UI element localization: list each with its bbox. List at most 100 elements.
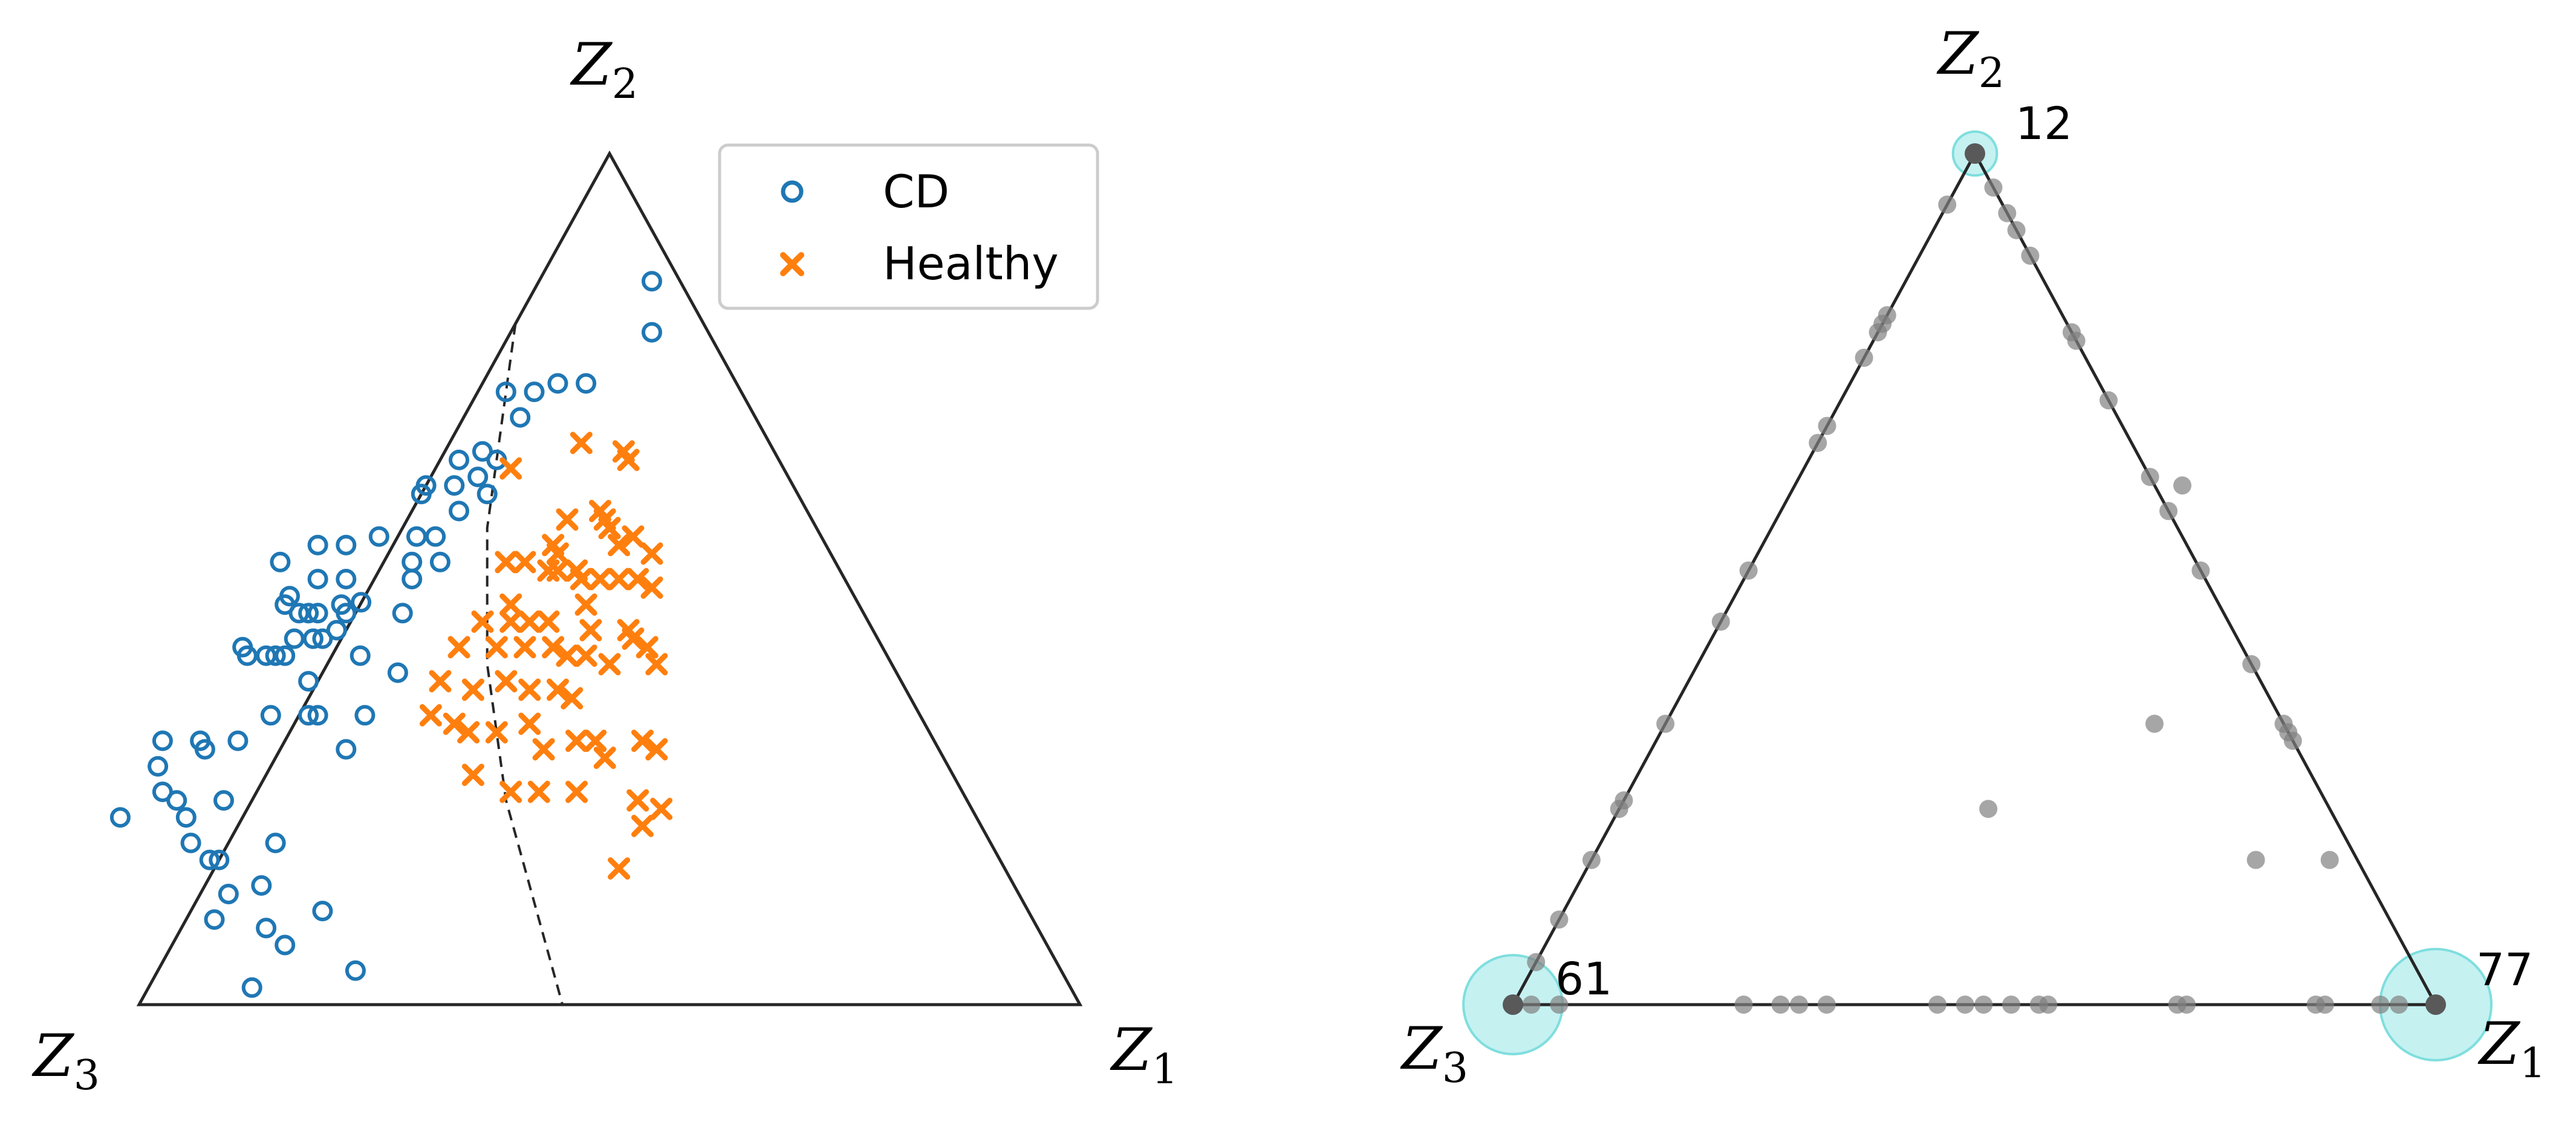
point-cd bbox=[194, 739, 215, 760]
point-gray bbox=[2242, 655, 2261, 673]
point-healthy bbox=[622, 627, 645, 650]
point-gray bbox=[1938, 195, 1957, 214]
point-cd bbox=[351, 592, 372, 613]
legend: CD Healthy bbox=[718, 143, 1099, 310]
point-healthy bbox=[570, 432, 593, 455]
vertex-dot-z2 bbox=[1965, 143, 1985, 164]
point-gray bbox=[1928, 996, 1947, 1014]
point-cd bbox=[275, 935, 296, 956]
point-healthy bbox=[640, 576, 663, 599]
point-healthy bbox=[650, 797, 673, 820]
point-healthy bbox=[608, 568, 631, 591]
point-healthy bbox=[598, 517, 621, 540]
point-healthy bbox=[631, 814, 654, 837]
point-healthy bbox=[645, 738, 668, 761]
point-cd bbox=[350, 645, 371, 666]
point-gray bbox=[2390, 996, 2408, 1014]
point-gray bbox=[1979, 800, 1998, 818]
point-gray bbox=[2100, 391, 2118, 410]
legend-marker-healthy bbox=[780, 252, 804, 276]
point-cd bbox=[298, 603, 319, 624]
vertex-count-label-z2: 12 bbox=[2015, 98, 2072, 150]
point-cd bbox=[411, 484, 432, 505]
point-healthy bbox=[461, 763, 484, 786]
point-cd bbox=[547, 373, 568, 394]
point-gray bbox=[1739, 561, 1758, 580]
point-healthy bbox=[518, 712, 541, 735]
point-healthy bbox=[579, 618, 602, 641]
point-cd bbox=[199, 849, 220, 870]
point-gray bbox=[1656, 714, 1675, 733]
point-cd bbox=[336, 739, 357, 760]
point-cd bbox=[148, 756, 169, 777]
point-healthy bbox=[640, 542, 663, 565]
vertex-label-z3-left: Z3 bbox=[31, 1022, 100, 1100]
point-healthy bbox=[495, 551, 518, 574]
vertex-dot-z3 bbox=[1503, 994, 1523, 1015]
point-cd bbox=[402, 569, 423, 589]
point-cd bbox=[336, 534, 357, 556]
point-cd bbox=[307, 569, 328, 589]
point-cd bbox=[444, 475, 465, 496]
point-healthy bbox=[471, 610, 494, 633]
point-cd bbox=[524, 381, 545, 403]
point-cd bbox=[166, 790, 187, 811]
point-gray bbox=[1527, 953, 1546, 971]
point-healthy bbox=[565, 780, 588, 803]
point-healthy bbox=[636, 636, 659, 659]
point-cd bbox=[510, 407, 531, 428]
point-gray bbox=[2145, 714, 2164, 733]
point-cd bbox=[265, 832, 286, 854]
point-cd bbox=[467, 467, 489, 487]
point-cd bbox=[288, 603, 310, 624]
point-gray bbox=[1550, 996, 1569, 1014]
point-cd bbox=[387, 662, 408, 683]
legend-box bbox=[718, 143, 1099, 310]
point-gray bbox=[2141, 468, 2159, 486]
point-cd bbox=[256, 918, 277, 939]
point-gray bbox=[2191, 561, 2210, 580]
point-gray bbox=[2315, 996, 2334, 1014]
point-cd bbox=[429, 551, 450, 572]
point-gray bbox=[2320, 850, 2339, 869]
point-healthy bbox=[513, 636, 536, 659]
point-cd bbox=[213, 790, 234, 811]
point-healthy bbox=[485, 721, 508, 744]
point-cd bbox=[642, 322, 662, 343]
point-healthy bbox=[518, 678, 541, 701]
point-gray bbox=[1817, 996, 1836, 1014]
point-gray bbox=[1771, 996, 1790, 1014]
legend-label-healthy: Healthy bbox=[883, 237, 1059, 290]
point-gray bbox=[1711, 612, 1730, 631]
point-healthy bbox=[598, 653, 621, 676]
point-healthy bbox=[556, 644, 579, 667]
point-cd bbox=[180, 832, 201, 854]
vertex-dot-z1 bbox=[2425, 994, 2446, 1015]
point-cd bbox=[256, 645, 277, 666]
point-healthy bbox=[561, 687, 584, 710]
point-cd bbox=[298, 705, 319, 726]
point-healthy bbox=[499, 593, 522, 616]
point-cd bbox=[227, 730, 249, 751]
point-cd bbox=[354, 705, 376, 726]
point-healthy bbox=[499, 780, 522, 803]
legend-label-cd: CD bbox=[883, 165, 949, 218]
point-cd bbox=[175, 807, 197, 828]
point-healthy bbox=[626, 568, 649, 591]
point-gray bbox=[1734, 996, 1753, 1014]
point-gray bbox=[1956, 996, 1974, 1014]
point-cd bbox=[307, 603, 328, 624]
point-cd bbox=[152, 730, 173, 751]
legend-marker-cd bbox=[781, 180, 804, 203]
point-healthy bbox=[631, 730, 654, 753]
point-healthy bbox=[584, 730, 607, 753]
point-cd bbox=[476, 484, 498, 505]
point-cd bbox=[326, 620, 347, 641]
vertex-label-z1-left: Z1 bbox=[1110, 1016, 1178, 1094]
point-gray bbox=[2159, 502, 2178, 520]
ternary-panel-vertex-counts: 12 61 77 Z2 Z3 Z1 bbox=[1400, 20, 2546, 1092]
point-healthy bbox=[532, 738, 555, 761]
point-healthy bbox=[626, 789, 649, 812]
point-healthy bbox=[622, 525, 645, 548]
